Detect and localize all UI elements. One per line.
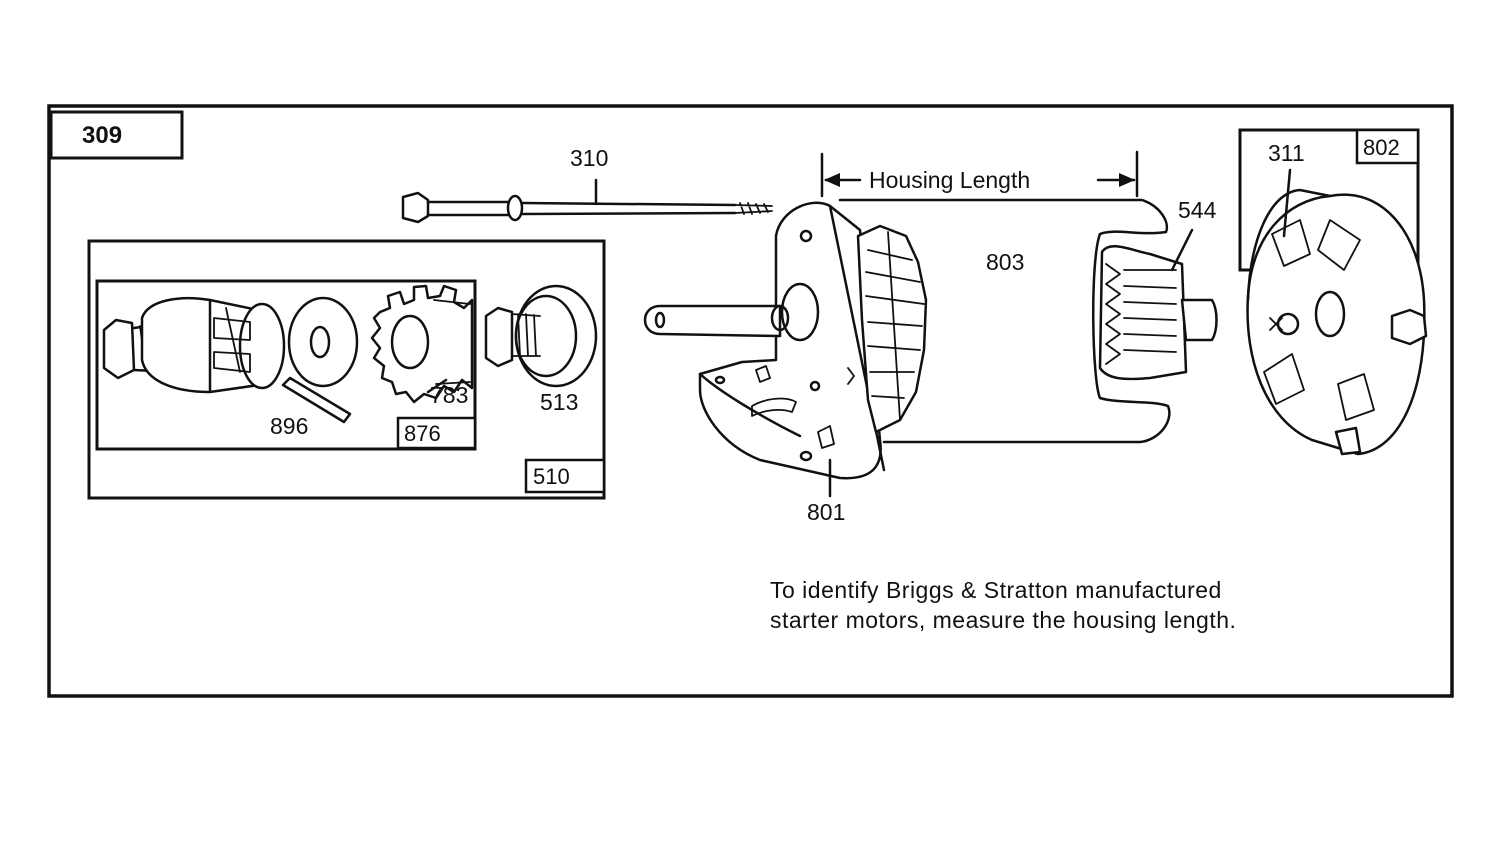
box-802-tag [1355, 128, 1420, 165]
pin [281, 376, 352, 424]
label-876: 876 [404, 421, 441, 446]
label-311: 311 [1268, 140, 1305, 166]
outer-frame [47, 104, 1454, 698]
box-510-tag [524, 458, 606, 494]
label-802: 802 [1363, 135, 1400, 160]
label-544: 544 [1178, 197, 1217, 223]
leader-311 [1282, 168, 1292, 238]
leader-783 [426, 378, 448, 394]
housing [838, 198, 1171, 444]
housing-length-dimension [820, 150, 1139, 198]
label-801: 801 [807, 499, 845, 525]
label-513: 513 [540, 389, 578, 415]
note-line-1: To identify Briggs & Stratton manufactur… [770, 577, 1222, 603]
box-876-tag [396, 416, 477, 450]
drive-end-cap [643, 201, 886, 480]
label-896: 896 [270, 413, 308, 439]
label-803: 803 [986, 249, 1024, 275]
label-310: 310 [570, 145, 608, 171]
box-510 [87, 239, 606, 500]
leader-544 [1170, 228, 1194, 272]
washer [287, 296, 359, 388]
box-876 [95, 279, 477, 451]
figure-id-box: 309 [49, 110, 184, 160]
label-510: 510 [533, 464, 570, 489]
housing-length-label: Housing Length [869, 167, 1030, 193]
figure-id: 309 [82, 122, 122, 149]
note-line-2: starter motors, measure the housing leng… [770, 607, 1236, 633]
through-bolt [401, 178, 773, 224]
clutch-assembly [484, 284, 598, 388]
label-783: 783 [430, 382, 468, 408]
drive-cup [140, 296, 286, 394]
armature-commutator [1098, 245, 1218, 381]
commutator-end-cap [1246, 188, 1428, 456]
armature-winding [856, 224, 928, 434]
